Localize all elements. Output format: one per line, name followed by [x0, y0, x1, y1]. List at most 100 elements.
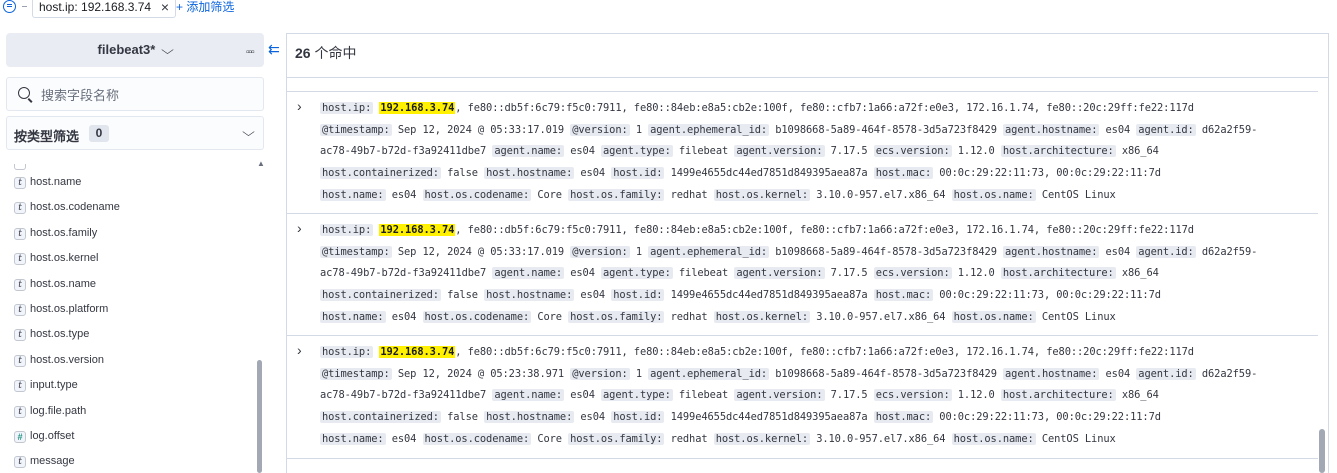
collapse-sidebar-icon[interactable]: ⇇	[268, 41, 280, 57]
expand-row-icon[interactable]: ›	[297, 220, 302, 236]
field-value: x86_64	[1121, 267, 1159, 279]
filter-pill-host-ip[interactable]: host.ip: 192.168.3.74 ×	[32, 0, 177, 18]
field-item[interactable]: t host.os.family	[8, 221, 258, 246]
string-type-icon: t	[14, 227, 26, 240]
field-value: b1098668-5a89-464f-8578-3d5a723f8429	[775, 368, 997, 380]
field-search-input[interactable]	[41, 85, 251, 105]
document-row: › host.ip: 192.168.3.74, fe80::db5f:6c79…	[287, 336, 1318, 459]
doc-line: host.name: es04 host.os.codename: Core h…	[320, 430, 1116, 448]
field-key: agent.hostname:	[1003, 368, 1100, 380]
scroll-up-icon[interactable]: ▲	[257, 159, 265, 168]
field-key: host.id:	[611, 167, 665, 179]
field-key: agent.hostname:	[1003, 246, 1100, 258]
field-key: host.os.family:	[568, 311, 665, 323]
documents-scrollbar[interactable]	[1319, 429, 1325, 473]
field-key: host.os.family:	[568, 433, 665, 445]
documents-panel: 26 个命中	[286, 33, 1329, 473]
field-value: es04	[570, 389, 595, 401]
string-type-icon: t	[14, 202, 26, 215]
field-key: agent.name:	[492, 389, 565, 401]
field-key: @timestamp:	[320, 246, 392, 258]
field-key: host.os.name:	[951, 189, 1036, 201]
hits-label: 个命中	[314, 45, 357, 61]
more-options-icon[interactable]: ▫▫▫	[246, 47, 255, 58]
doc-line: host.containerized: false host.hostname:…	[320, 408, 1161, 426]
number-type-icon: #	[14, 430, 26, 443]
field-key: host.architecture:	[1000, 267, 1116, 279]
field-value: , fe80::db5f:6c79:f5c0:7911, fe80::84eb:…	[455, 224, 1194, 236]
field-value: x86_64	[1121, 145, 1159, 157]
field-key: host.os.codename:	[422, 189, 532, 201]
field-name: host.os.kernel	[30, 252, 99, 265]
field-value: 1	[635, 368, 642, 380]
filter-by-type-button[interactable]: 按类型筛选 0 ⌵	[6, 116, 264, 150]
field-key: agent.type:	[601, 389, 673, 401]
field-key: host.id:	[611, 289, 665, 301]
field-key: agent.version:	[734, 389, 825, 401]
close-icon[interactable]: ×	[160, 0, 170, 15]
field-value: CentOS Linux	[1041, 433, 1116, 445]
field-key: host.architecture:	[1000, 145, 1116, 157]
field-key: host.containerized:	[320, 289, 441, 301]
field-item[interactable]: t message	[8, 449, 258, 473]
index-pattern-selector[interactable]: filebeat3*⌵	[6, 33, 264, 67]
field-value: 3.10.0-957.el7.x86_64	[816, 189, 946, 201]
field-value: x86_64	[1121, 389, 1159, 401]
field-key: host.os.name:	[951, 311, 1036, 323]
field-key: host.containerized:	[320, 167, 441, 179]
sidebar-scrollbar[interactable]	[257, 360, 262, 473]
field-key: @version:	[570, 368, 630, 380]
field-key: host.mac:	[873, 289, 934, 301]
field-value: redhat	[670, 311, 708, 323]
filter-count-badge: 0	[89, 125, 109, 142]
field-key: @timestamp:	[320, 124, 392, 136]
filter-pill-label: host.ip: 192.168.3.74	[39, 0, 152, 14]
string-type-icon: t	[14, 456, 26, 469]
field-value: CentOS Linux	[1041, 311, 1116, 323]
field-key: host.os.kernel:	[713, 311, 811, 323]
string-type-icon: t	[14, 303, 26, 316]
field-value: , fe80::db5f:6c79:f5c0:7911, fe80::84eb:…	[455, 102, 1194, 114]
filter-bar: host.ip: 192.168.3.74 × + 添加筛选	[0, 0, 1337, 18]
field-name: message	[30, 455, 75, 468]
field-name: log.file.path	[30, 404, 87, 417]
field-key: agent.id:	[1136, 124, 1196, 136]
field-key: host.os.codename:	[422, 311, 532, 323]
field-item[interactable]: #log.offset	[8, 424, 258, 449]
field-search-box	[6, 77, 264, 111]
doc-line: host.containerized: false host.hostname:…	[320, 286, 1161, 304]
field-name: input.type	[30, 379, 78, 392]
divider	[287, 77, 1328, 78]
field-value: ac78-49b7-b72d-f3a92411dbe7	[320, 145, 487, 157]
field-value: es04	[391, 189, 417, 201]
string-type-icon: t	[14, 354, 26, 367]
field-item[interactable]: t host.os.kernel	[8, 246, 258, 271]
search-highlight: 192.168.3.74	[379, 346, 456, 358]
filter-menu-icon[interactable]	[3, 0, 16, 13]
field-key: agent.type:	[601, 267, 673, 279]
expand-row-icon[interactable]: ›	[297, 342, 302, 358]
field-value: 7.17.5	[830, 145, 868, 157]
field-value: redhat	[670, 433, 708, 445]
add-filter-button[interactable]: + 添加筛选	[176, 0, 235, 14]
field-key: agent.ephemeral_id:	[648, 246, 770, 258]
field-value: filebeat	[678, 145, 729, 157]
field-value: 1	[635, 124, 642, 136]
field-value: 1.12.0	[957, 389, 995, 401]
string-type-icon: t	[14, 253, 26, 266]
field-value: es04	[580, 167, 606, 179]
field-key: host.os.family:	[568, 189, 665, 201]
expand-row-icon[interactable]: ›	[297, 98, 302, 114]
field-key: host.mac:	[873, 167, 934, 179]
field-value: es04	[391, 433, 417, 445]
field-name: host.os.family	[30, 226, 98, 239]
